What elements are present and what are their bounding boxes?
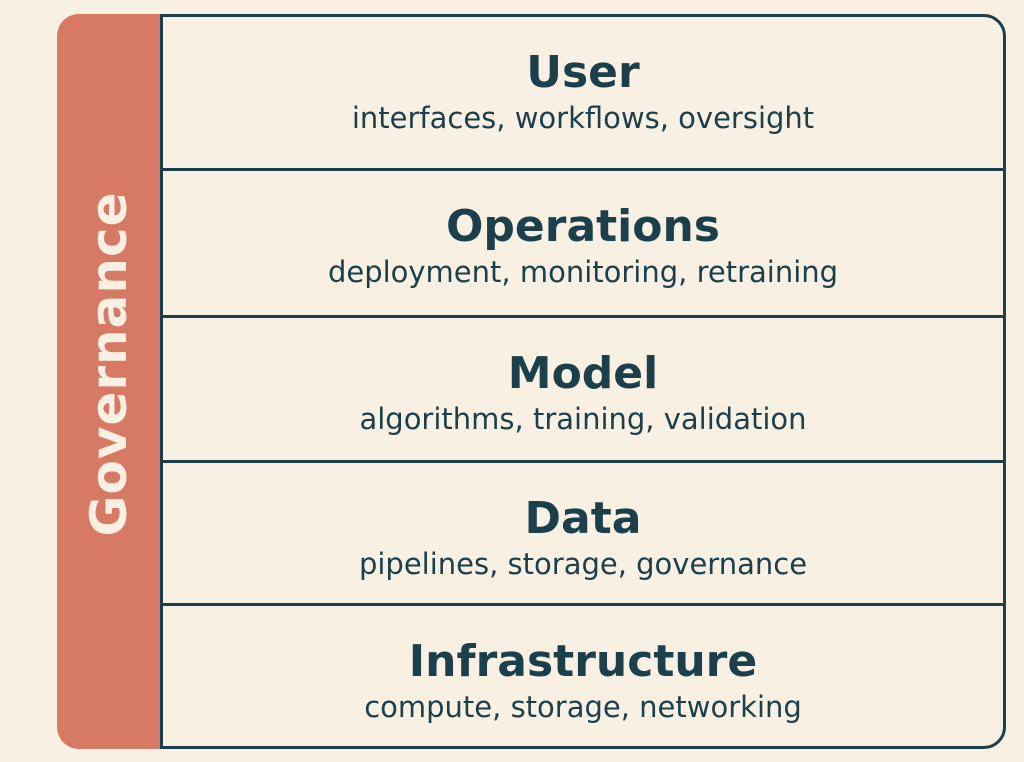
layer-title: Infrastructure [408, 636, 758, 687]
layer-data: Data pipelines, storage, governance [163, 460, 1003, 606]
layer-description: interfaces, workflows, oversight [351, 101, 815, 135]
layer-stack: User interfaces, workflows, oversight Op… [160, 14, 1006, 749]
layer-model: Model algorithms, training, validation [163, 315, 1003, 463]
layer-operations: Operations deployment, monitoring, retra… [163, 168, 1003, 318]
layer-title: User [526, 47, 640, 98]
layer-infrastructure: Infrastructure compute, storage, network… [163, 603, 1003, 746]
layer-title: Data [524, 493, 642, 544]
layer-title: Model [507, 348, 659, 399]
layer-description: algorithms, training, validation [359, 402, 807, 436]
layer-description: pipelines, storage, governance [358, 547, 808, 581]
layer-description: compute, storage, networking [364, 690, 802, 724]
layer-description: deployment, monitoring, retraining [327, 255, 839, 289]
governance-label: Governance [80, 191, 138, 537]
layer-user: User interfaces, workflows, oversight [163, 17, 1003, 168]
layer-title: Operations [446, 201, 720, 252]
